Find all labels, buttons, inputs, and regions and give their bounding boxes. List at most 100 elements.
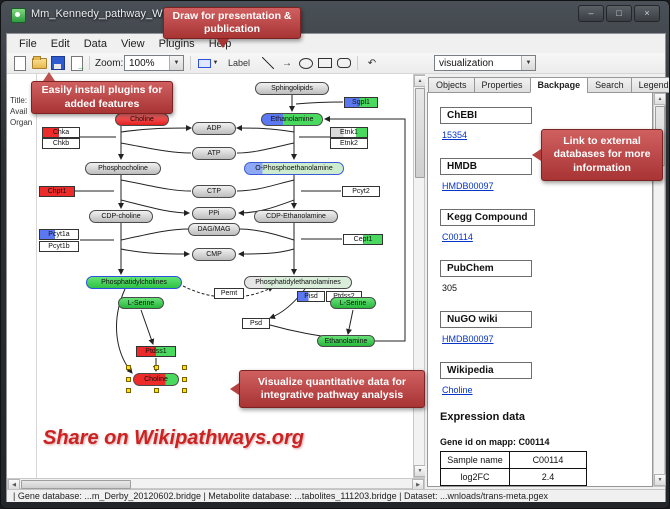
pathway-node-l-serine-left[interactable]: L-Serine: [118, 297, 164, 309]
pathway-node-phosphatidylcholines[interactable]: Phosphatidylcholines: [86, 275, 182, 289]
cell-log2fc-label: log2FC: [440, 468, 510, 486]
pathway-node-choline-top[interactable]: Choline: [115, 112, 169, 126]
pathway-node-pisd[interactable]: Pisd: [297, 290, 325, 302]
menu-bar: File Edit Data View Plugins Help: [7, 35, 665, 53]
visualization-combobox[interactable]: visualization ▼: [434, 55, 536, 71]
line-tool-button[interactable]: [259, 54, 277, 72]
callout-visualize: Visualize quantitative data for integrat…: [239, 370, 425, 408]
callout-link: Link to external databases for more info…: [541, 129, 663, 181]
cell-log2fc-value: 2.4: [509, 468, 587, 486]
selection-handle[interactable]: [125, 365, 131, 370]
pathway-node-chka[interactable]: Chka: [42, 126, 80, 138]
pathway-node-phosphatidylethanolamines[interactable]: Phosphatidylethanolamines: [244, 275, 352, 289]
close-button[interactable]: ×: [634, 5, 660, 22]
pathway-node-l-serine-right[interactable]: L-Serine: [330, 297, 376, 309]
pathway-node-cdp-choline[interactable]: CDP-choline: [89, 209, 153, 223]
pathway-node-ethanolamine-bottom[interactable]: Ethanolamine: [317, 335, 375, 347]
pathway-node-sgpl1[interactable]: Sgpl1: [344, 96, 378, 108]
wikipedia-link[interactable]: Choline: [442, 385, 473, 395]
wikipedia-header: Wikipedia: [440, 362, 532, 379]
selection-handle[interactable]: [153, 365, 159, 370]
menu-view[interactable]: View: [120, 38, 145, 50]
menu-edit[interactable]: Edit: [50, 38, 70, 50]
pathway-node-cdp-ethanolamine[interactable]: CDP-Ethanolamine: [254, 209, 338, 223]
pathway-node-cept1[interactable]: Cept1: [343, 233, 383, 245]
new-file-icon: [14, 55, 26, 71]
tab-objects[interactable]: Objects: [428, 77, 474, 93]
selection-handle[interactable]: [153, 388, 159, 393]
pathway-node-ppi[interactable]: PPi: [192, 206, 236, 220]
menu-file[interactable]: File: [19, 38, 37, 50]
zoom-combobox[interactable]: 100% ▼: [124, 55, 184, 71]
pathway-node-o-phosphoethanolamine[interactable]: O-Phosphoethanolamine: [244, 161, 344, 175]
selection-handle[interactable]: [125, 388, 131, 393]
pathway-node-adp[interactable]: ADP: [192, 121, 236, 135]
arrow-tool-button[interactable]: →: [278, 54, 296, 72]
hmdb-link[interactable]: HMDB00097: [442, 181, 494, 191]
pathway-node-pcyt1a[interactable]: Pcyt1a: [39, 228, 79, 240]
scroll-up-button[interactable]: ▲: [414, 75, 426, 87]
undo-button[interactable]: ↶: [363, 54, 381, 72]
vscroll-thumb[interactable]: [415, 88, 425, 178]
cell-sample-value: C00114: [509, 451, 587, 469]
scroll-down-button[interactable]: ▼: [654, 474, 666, 486]
chevron-down-icon[interactable]: ▼: [521, 56, 535, 70]
callout-visualize-pointer: [230, 383, 239, 395]
status-bar: | Gene database: ...m_Derby_20120602.bri…: [7, 489, 665, 502]
open-button[interactable]: [30, 54, 48, 72]
scroll-up-button[interactable]: ▲: [654, 93, 666, 105]
nugo-link[interactable]: HMDB00097: [442, 334, 494, 344]
tab-backpage[interactable]: Backpage: [529, 77, 588, 93]
pathway-node-atp[interactable]: ATP: [192, 146, 236, 160]
tab-legend[interactable]: Legend: [630, 77, 669, 93]
menu-plugins[interactable]: Plugins: [158, 38, 195, 50]
hscroll-thumb[interactable]: [21, 480, 131, 489]
pathway-node-pcyt2[interactable]: Pcyt2: [342, 185, 380, 197]
visualization-value: visualization: [439, 58, 494, 69]
new-file-button[interactable]: [11, 54, 29, 72]
canvas-vscrollbar[interactable]: ▲ ▼: [413, 74, 426, 478]
label-tool-button[interactable]: Label: [227, 58, 251, 68]
selection-handle[interactable]: [181, 388, 187, 393]
datanode-dropdown-button[interactable]: ▼: [195, 54, 221, 72]
pathway-node-dag-mag[interactable]: DAG/MAG: [188, 222, 240, 236]
pathway-node-sphingolipids[interactable]: Sphingolipids: [255, 81, 329, 95]
pathway-node-pemt[interactable]: Pemt: [214, 287, 244, 299]
tab-properties[interactable]: Properties: [473, 77, 530, 93]
ellipse-tool-button[interactable]: [297, 54, 315, 72]
tab-search[interactable]: Search: [587, 77, 631, 93]
export-button[interactable]: [68, 54, 86, 72]
save-button[interactable]: [49, 54, 67, 72]
pathway-node-chpt1[interactable]: Chpt1: [39, 185, 75, 197]
pathway-node-choline-selected[interactable]: Choline: [133, 372, 179, 386]
pathway-node-ctp[interactable]: CTP: [192, 184, 236, 198]
pathway-node-chkb[interactable]: Chkb: [42, 137, 80, 149]
minimize-button[interactable]: –: [578, 5, 604, 22]
share-wikipathways-text: Share on Wikipathways.org: [43, 427, 304, 449]
pathway-node-ethanolamine-top[interactable]: Ethanolamine: [261, 112, 323, 126]
menu-data[interactable]: Data: [83, 38, 107, 50]
pathway-node-psd[interactable]: Psd: [242, 317, 270, 329]
chebi-link[interactable]: 15354: [442, 130, 468, 140]
chevron-down-icon[interactable]: ▼: [169, 56, 183, 70]
pathway-node-pcyt1b[interactable]: Pcyt1b: [39, 240, 79, 252]
pathway-node-etnk1[interactable]: Etnk1: [330, 126, 368, 138]
pathway-node-phosphocholine[interactable]: Phosphocholine: [85, 161, 161, 175]
selection-handle[interactable]: [181, 365, 187, 370]
info-title-label: Title:: [10, 96, 28, 105]
kegg-link[interactable]: C00114: [442, 232, 473, 242]
pathway-node-cmp[interactable]: CMP: [192, 247, 236, 261]
rectangle-icon: [318, 58, 332, 68]
pathway-node-ptdss1[interactable]: Ptdss1: [136, 345, 176, 357]
rectangle-tool-button[interactable]: [316, 54, 334, 72]
chevron-down-icon: ▼: [212, 60, 219, 66]
maximize-button[interactable]: □: [606, 5, 632, 22]
rounded-rect-tool-button[interactable]: [335, 54, 353, 72]
canvas-hscrollbar[interactable]: ◀ ▶: [7, 478, 425, 490]
pathway-node-etnk2[interactable]: Etnk2: [330, 137, 368, 149]
rounded-rectangle-icon: [337, 58, 351, 68]
selection-handle[interactable]: [125, 376, 131, 382]
selection-handle[interactable]: [181, 376, 187, 382]
